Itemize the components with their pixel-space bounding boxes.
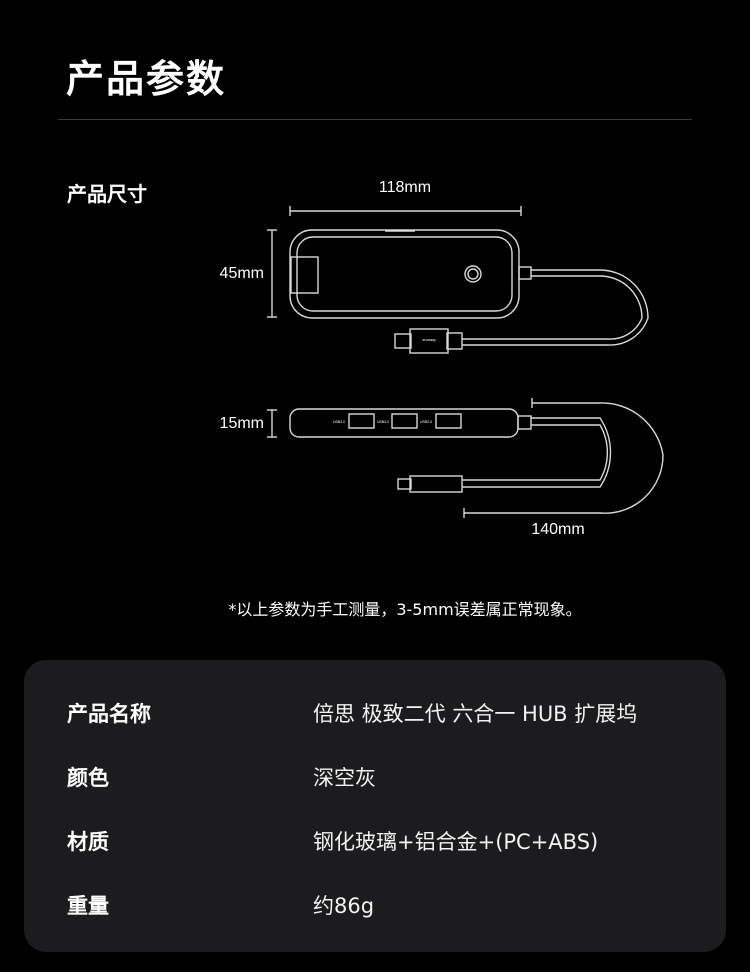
- spec-label: 重量: [67, 894, 109, 918]
- port-label: USB3.0: [333, 420, 345, 424]
- cable-length-label: 140mm: [531, 521, 584, 538]
- product-dimension-drawing: 118mm 45mm 15mm 140mm USB3.0 USB3.0 USB2…: [220, 179, 664, 538]
- spec-label: 材质: [67, 830, 109, 854]
- port-label: USB2.0: [420, 420, 432, 424]
- hub-side-view: [289, 408, 612, 493]
- hub-top-view: [289, 229, 649, 354]
- spec-label: 颜色: [67, 766, 109, 790]
- spec-table: 产品名称 倍思 极致二代 六合一 HUB 扩展坞 颜色 深空灰 材质 钢化玻璃+…: [24, 660, 726, 952]
- thickness-dimension-line: [267, 409, 277, 438]
- spec-row-weight: 重量 约86g: [24, 890, 726, 920]
- spec-value: 倍思 极致二代 六合一 HUB 扩展坞: [313, 702, 638, 726]
- width-dimension-line: [289, 206, 522, 216]
- spec-row-material: 材质 钢化玻璃+铝合金+(PC+ABS): [24, 826, 726, 856]
- spec-row-color: 颜色 深空灰: [24, 762, 726, 792]
- page-title: 产品参数: [66, 57, 227, 101]
- width-label: 118mm: [379, 179, 431, 196]
- height-label: 45mm: [220, 265, 264, 282]
- spec-label: 产品名称: [67, 702, 151, 726]
- spec-value: 约86g: [313, 894, 375, 918]
- spec-row-name: 产品名称 倍思 极致二代 六合一 HUB 扩展坞: [24, 698, 726, 728]
- cable-dimension-line: [463, 398, 664, 518]
- dimensions-heading: 产品尺寸: [67, 182, 147, 206]
- spec-value: 深空灰: [313, 766, 376, 790]
- divider: [58, 119, 692, 120]
- baseus-logo: Baseus: [422, 338, 435, 343]
- measurement-note: *以上参数为手工测量，3-5mm误差属正常现象。: [228, 600, 582, 619]
- spec-value: 钢化玻璃+铝合金+(PC+ABS): [313, 830, 599, 854]
- thickness-label: 15mm: [220, 415, 264, 432]
- port-label: USB3.0: [377, 420, 389, 424]
- height-dimension-line: [267, 229, 277, 318]
